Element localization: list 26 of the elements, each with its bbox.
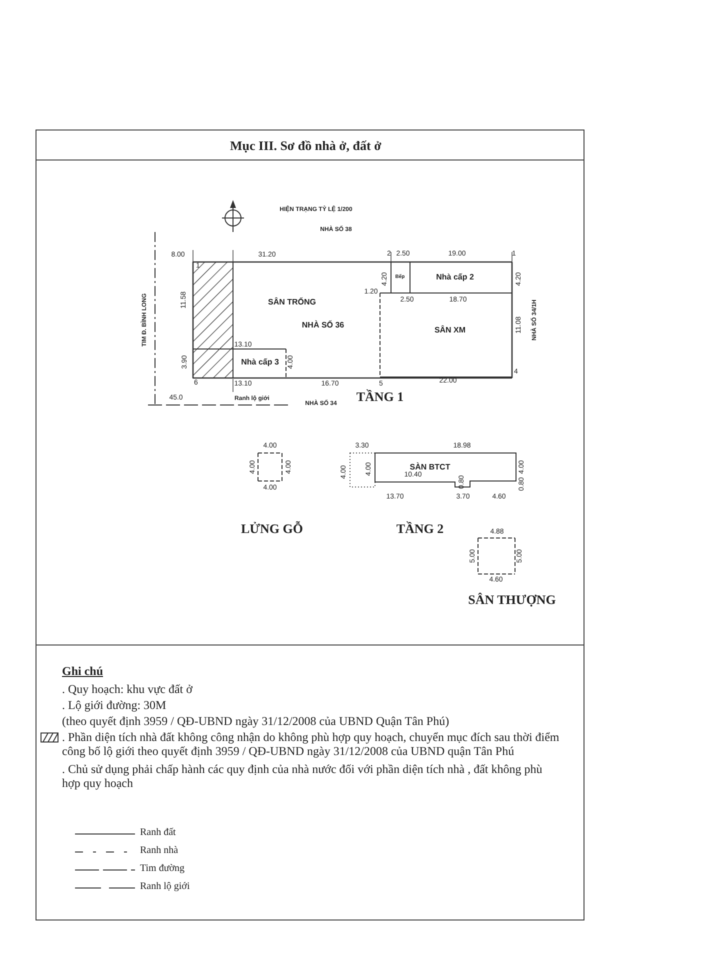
note-text: . Lộ giới đường: 30M — [62, 698, 166, 712]
legend-label: Tim đường — [140, 862, 185, 876]
room-label: SÂN XM — [434, 326, 466, 334]
room-outline — [410, 262, 512, 293]
floor-heading: SÂN THƯỢNG — [468, 592, 556, 608]
area-label: SÂN TRỐNG — [268, 298, 316, 306]
hatched-area — [193, 262, 233, 378]
room-outline — [391, 262, 410, 293]
note-heading: Ghi chú — [62, 664, 104, 678]
note-text: . Quy hoạch: khu vực đất ở — [62, 682, 192, 696]
room-outline — [380, 293, 512, 377]
floor-heading: TẦNG 1 — [356, 389, 404, 405]
note-text: . Phần diện tích nhà đất không công nhận do không phù hợp quy hoạch, chuyển mục đích sau thời điểm công bố lộ giới theo quyết định 3959 / QĐ-UBND ngày 31/12/2008 của UBND quận Tân Phú — [62, 730, 560, 758]
legend-label: Ranh lộ giới — [140, 880, 190, 894]
legend-label: Ranh đất — [140, 826, 176, 840]
area-label: NHÀ SỐ 36 — [302, 320, 344, 330]
room-label: Nhà cấp 3 — [241, 358, 279, 366]
floor-heading: TẦNG 2 — [396, 521, 444, 537]
room-label: Nhà cấp 2 — [436, 272, 474, 282]
note-text: . Chủ sử dụng phải chấp hành các quy định của nhà nước đối với phần diện tích nhà , đất không phù hợp quy hoạch — [62, 762, 544, 790]
floor-heading: LỬNG GỖ — [241, 521, 303, 537]
note-text: (theo quyết định 3959 / QĐ-UBND ngày 31/12/2008 của UBND Quận Tân Phú) — [62, 714, 450, 728]
room-outline — [193, 349, 286, 378]
legend-label: Ranh nhà — [140, 844, 178, 858]
room-label: SÀN BTCT — [410, 462, 450, 472]
section-title: Mục III. Sơ đồ nhà ở, đất ở — [230, 138, 382, 154]
